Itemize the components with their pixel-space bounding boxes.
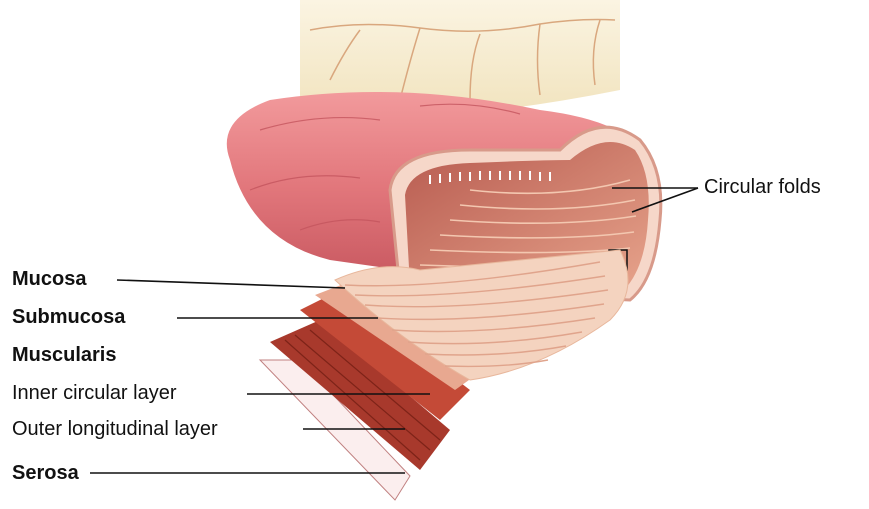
label-circular-folds: Circular folds bbox=[704, 176, 821, 198]
label-muscularis: Muscularis bbox=[12, 344, 116, 366]
label-serosa: Serosa bbox=[12, 462, 79, 484]
label-outer-longitudinal-layer: Outer longitudinal layer bbox=[12, 418, 218, 440]
leader-mucosa bbox=[117, 280, 345, 288]
label-submucosa: Submucosa bbox=[12, 306, 125, 328]
label-inner-circular-layer: Inner circular layer bbox=[12, 382, 177, 404]
label-mucosa: Mucosa bbox=[12, 268, 86, 290]
